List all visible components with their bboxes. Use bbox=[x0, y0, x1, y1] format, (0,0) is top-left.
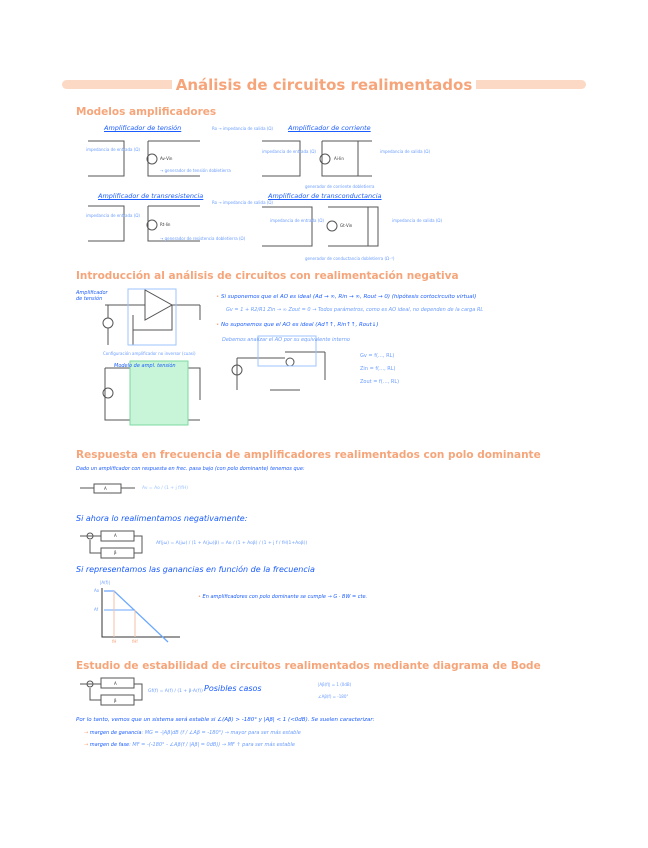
model-label-transresistance: Amplificador de transresistencia bbox=[98, 192, 204, 200]
dominant-pole-note: • En amplificadores con polo dominante s… bbox=[198, 594, 368, 600]
axis-label: |A(f)| bbox=[100, 580, 110, 585]
x-label: fHf bbox=[132, 639, 138, 644]
model-label-voltage: Amplificador de tensión bbox=[104, 124, 182, 132]
model-label-transconductance: Amplificador de transconductancia bbox=[268, 192, 382, 200]
section-heading-models: Modelos amplificadores bbox=[76, 106, 217, 118]
model-highlight-box bbox=[129, 360, 189, 426]
note: generador de conductancia dobletierra (Ω… bbox=[305, 256, 395, 261]
stability-formula: Gf(f) = A(f) / (1 + β·A(f)) bbox=[148, 689, 203, 694]
block-a: A bbox=[114, 681, 117, 686]
case: ∠Aβ(f) = -180° bbox=[318, 694, 349, 699]
note: impedancia de salida (Ω) bbox=[392, 218, 443, 223]
block-beta: β bbox=[114, 698, 117, 703]
section-heading-intro: Introducción al análisis de circuitos co… bbox=[76, 270, 459, 282]
result: Zout = f(…, RL) bbox=[360, 379, 400, 385]
gain-label: Gt·Vin bbox=[340, 223, 353, 228]
note: Ro → impedancia de salida (Ω) bbox=[212, 126, 273, 131]
block-a: A bbox=[114, 533, 117, 538]
gain-label: Ai·Iin bbox=[334, 156, 344, 161]
note: generador de corriente dobletierra bbox=[305, 184, 375, 189]
cases-label: Posibles casos bbox=[204, 684, 262, 693]
note: impedancia de entrada (Ω) bbox=[262, 149, 316, 154]
phase-margin: → margen de fase: MF = -(-180° - ∠Aβ(f /… bbox=[84, 742, 295, 748]
result: Gv = f(…, RL) bbox=[360, 353, 395, 359]
gain-label: Av·Vin bbox=[160, 156, 173, 161]
model-label: Modelo de ampl. tensión bbox=[114, 363, 176, 369]
freq-line2: Si ahora lo realimentamos negativamente: bbox=[76, 514, 248, 523]
formula1: Av = Ao / (1 + j f/fH) bbox=[142, 486, 188, 491]
block-a: A bbox=[104, 486, 107, 491]
y-label: Ao bbox=[94, 588, 100, 593]
stability-line: Por lo tanto, vemos que un sistema será … bbox=[76, 717, 375, 723]
note: impedancia de entrada (Ω) bbox=[86, 147, 140, 152]
config-note: Configuración amplificador no inversor (… bbox=[103, 351, 196, 356]
note: Ro → impedancia de salida (Ω) bbox=[212, 200, 273, 205]
note: impedancia de entrada (Ω) bbox=[270, 218, 324, 223]
note: impedancia de entrada (Ω) bbox=[86, 213, 140, 218]
ideal-results: Gv = 1 + R2/R1 Zin → ∞ Zout = 0 → Todos … bbox=[226, 307, 484, 313]
block-beta: β bbox=[114, 550, 117, 555]
gain-margin: → margen de ganancia: MG = -|Aβ|dB (f / … bbox=[84, 730, 301, 736]
nonideal-text: Debemos analizar el AO por su equivalent… bbox=[222, 337, 350, 343]
gain-label: Rt·Iin bbox=[160, 222, 171, 227]
model-label-current: Amplificador de corriente bbox=[288, 124, 371, 132]
freq-line3: Si representamos las ganancias en funció… bbox=[76, 565, 315, 574]
note: → generador de tensión dobletierra bbox=[160, 168, 231, 173]
section-heading-stability: Estudio de estabilidad de circuitos real… bbox=[76, 660, 541, 672]
x-label: fH bbox=[112, 639, 117, 644]
freq-line1: Dado un amplificador con respuesta en fr… bbox=[76, 466, 305, 472]
page-title: Análisis de circuitos realimentados bbox=[0, 76, 648, 94]
note: impedancia de salida (Ω) bbox=[380, 149, 431, 154]
bullet-nonideal: • No suponemos que el AO es ideal (Ad↑↑,… bbox=[216, 322, 379, 328]
bullet-ideal: • Si suponemos que el AO es ideal (Ad → … bbox=[216, 294, 477, 300]
result: Zin = f(…, RL) bbox=[360, 366, 396, 372]
case: |Aβ(f)| = 1 (0dB) bbox=[318, 682, 352, 687]
note: → generador de resistencia dobletierra (… bbox=[160, 236, 246, 241]
amp-label: Amplificador de tensión bbox=[76, 290, 108, 302]
y-label: Af bbox=[94, 607, 99, 612]
section-heading-frequency: Respuesta en frecuencia de amplificadore… bbox=[76, 449, 541, 461]
formula2: Af(jω) = A(jω) / (1 + A(jω)β) = Ao / (1 … bbox=[156, 541, 308, 546]
